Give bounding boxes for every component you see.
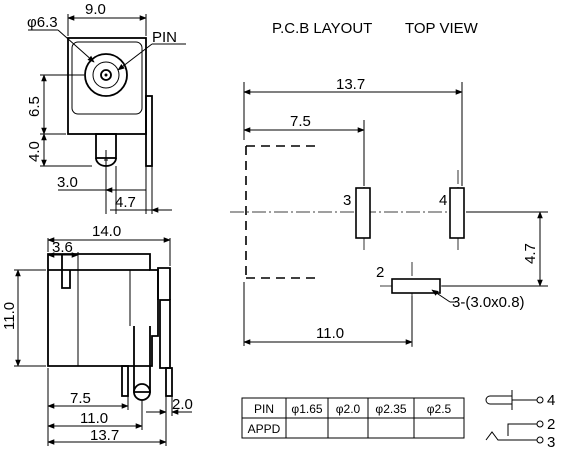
slot-note: 3-(3.0x0.8) <box>452 294 525 311</box>
table-header-4: φ2.5 <box>427 402 452 416</box>
dim-pcb-mid: 7.5 <box>290 113 311 130</box>
dim-side-length: 14.0 <box>92 223 121 240</box>
dim-top-width: 9.0 <box>85 1 106 18</box>
pad-label-3: 3 <box>343 192 351 209</box>
dim-side-pin2: 11.0 <box>80 410 108 427</box>
dim-height-upper: 6.5 <box>26 96 43 117</box>
table-header-1: φ1.65 <box>291 402 322 416</box>
dim-offset: 3.0 <box>57 174 78 191</box>
top-view-drawing <box>28 14 186 214</box>
dim-side-height: 11.0 <box>1 302 18 330</box>
pcb-layout-title: P.C.B LAYOUT <box>272 20 372 37</box>
table-header-3: φ2.35 <box>375 402 406 416</box>
dim-side-front: 3.6 <box>52 239 73 256</box>
schematic-label-3: 3 <box>547 434 555 451</box>
dim-side-pin3: 13.7 <box>90 427 119 444</box>
dim-height-lower: 4.0 <box>26 141 43 162</box>
pin-label: PIN <box>152 29 177 46</box>
dim-pcb-total: 13.7 <box>336 76 365 93</box>
pad-label-2: 2 <box>376 264 384 281</box>
pad-label-4: 4 <box>439 192 447 209</box>
schematic-label-4: 4 <box>547 392 555 409</box>
table-row-label: APPD <box>248 422 281 436</box>
schematic-label-2: 2 <box>547 416 555 433</box>
top-view-title: TOP VIEW <box>405 20 479 37</box>
table-header-pin: PIN <box>254 402 274 416</box>
dim-hole-diameter: φ6.3 <box>27 14 58 31</box>
jack-schematic-symbol <box>485 390 544 444</box>
dim-side-pin1: 7.5 <box>70 390 91 407</box>
table-header-2: φ2.0 <box>336 402 361 416</box>
side-view-drawing <box>14 237 192 446</box>
dim-pin-width: 4.7 <box>115 194 136 211</box>
pcb-layout-drawing <box>230 82 548 350</box>
dim-pcb-bottom: 11.0 <box>316 325 344 342</box>
dim-pcb-vertical: 4.7 <box>522 243 539 264</box>
dim-side-pin-thick: 2.0 <box>172 396 193 413</box>
pin-table <box>241 397 465 439</box>
